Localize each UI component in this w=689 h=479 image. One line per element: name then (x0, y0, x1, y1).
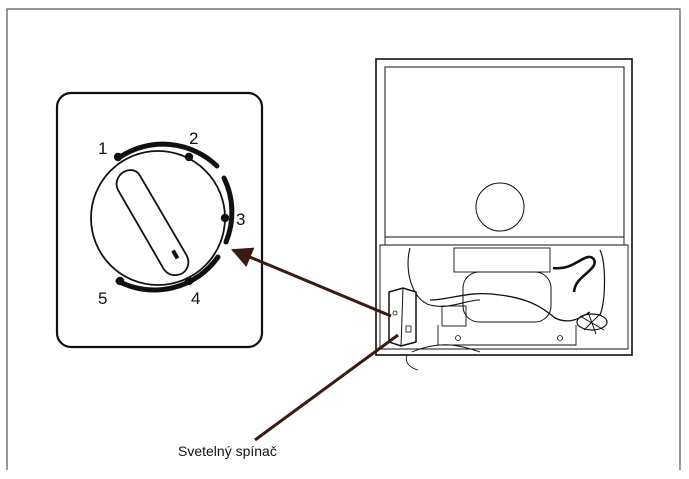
callout-label: Svetelný spínač (178, 443, 277, 459)
setting-dot-1 (113, 152, 123, 162)
cabinet-inner-panel (384, 66, 625, 238)
dial-grip (115, 169, 190, 277)
condenser-coil (576, 313, 608, 331)
switch-edge (400, 287, 404, 347)
setting-dot-2 (184, 152, 194, 162)
switch-screw (392, 310, 398, 316)
compressor (462, 271, 552, 323)
figure-border (6, 8, 681, 470)
refrigerant-tube (429, 292, 591, 322)
dial-pointer-arrow (231, 247, 392, 318)
setting-label-4: 4 (191, 289, 200, 308)
setting-dot-4 (184, 276, 194, 286)
setting-label-2: 2 (189, 129, 198, 148)
compressor-base (437, 325, 577, 346)
setting-label-5: 5 (98, 289, 107, 308)
power-cable (411, 344, 481, 353)
setting-label-3: 3 (236, 210, 245, 229)
refrigerant-tube (552, 255, 596, 293)
relay-box (453, 247, 551, 273)
refrigerant-tube (599, 249, 606, 316)
thermostat-dial-panel: 1 2 3 4 5 (55, 91, 264, 349)
setting-dot-3 (220, 213, 230, 223)
setting-dot-5 (115, 276, 125, 286)
refrigerant-tube (407, 247, 481, 307)
dial-scale-arc (117, 141, 220, 169)
dial-scale-arc (115, 254, 221, 293)
compressor-bay (379, 244, 629, 350)
power-cable (405, 354, 419, 371)
refrigerator-rear-view (375, 58, 633, 371)
setting-label-1: 1 (98, 139, 107, 158)
switch-terminal (405, 325, 412, 333)
rear-port (475, 182, 525, 232)
coil-wire (579, 311, 605, 335)
dial-indicator (171, 249, 180, 260)
mount-bolt (455, 335, 461, 341)
dial-scale-arc (221, 175, 235, 245)
capacitor (441, 305, 467, 327)
cabinet-outline (375, 58, 633, 356)
mount-bolt (557, 335, 563, 341)
callout-line (254, 333, 399, 442)
